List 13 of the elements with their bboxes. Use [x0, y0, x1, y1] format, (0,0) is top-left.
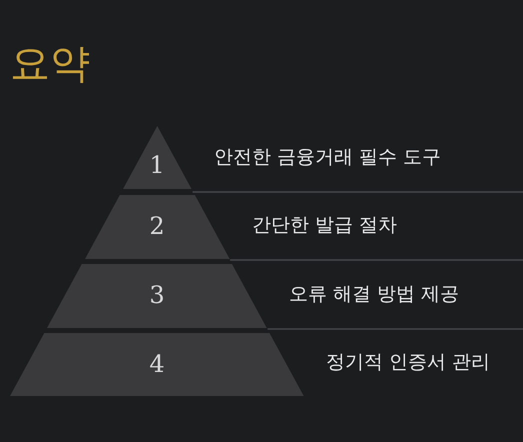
pyramid-tier — [47, 264, 267, 328]
tier-number: 4 — [148, 350, 166, 378]
pyramid-tier — [122, 126, 192, 189]
tier-number: 1 — [148, 150, 166, 178]
tier-description: 오류 해결 방법 제공 — [289, 282, 460, 307]
tier-number: 3 — [148, 281, 166, 309]
tier-description: 간단한 발급 절차 — [252, 213, 398, 238]
pyramid-tier — [84, 195, 230, 259]
pyramid-tier — [10, 333, 304, 396]
tier-description: 안전한 금융거래 필수 도구 — [214, 145, 442, 170]
title: 요약 — [10, 40, 90, 88]
tier-number: 2 — [148, 212, 166, 240]
tier-description: 정기적 인증서 관리 — [326, 350, 490, 375]
